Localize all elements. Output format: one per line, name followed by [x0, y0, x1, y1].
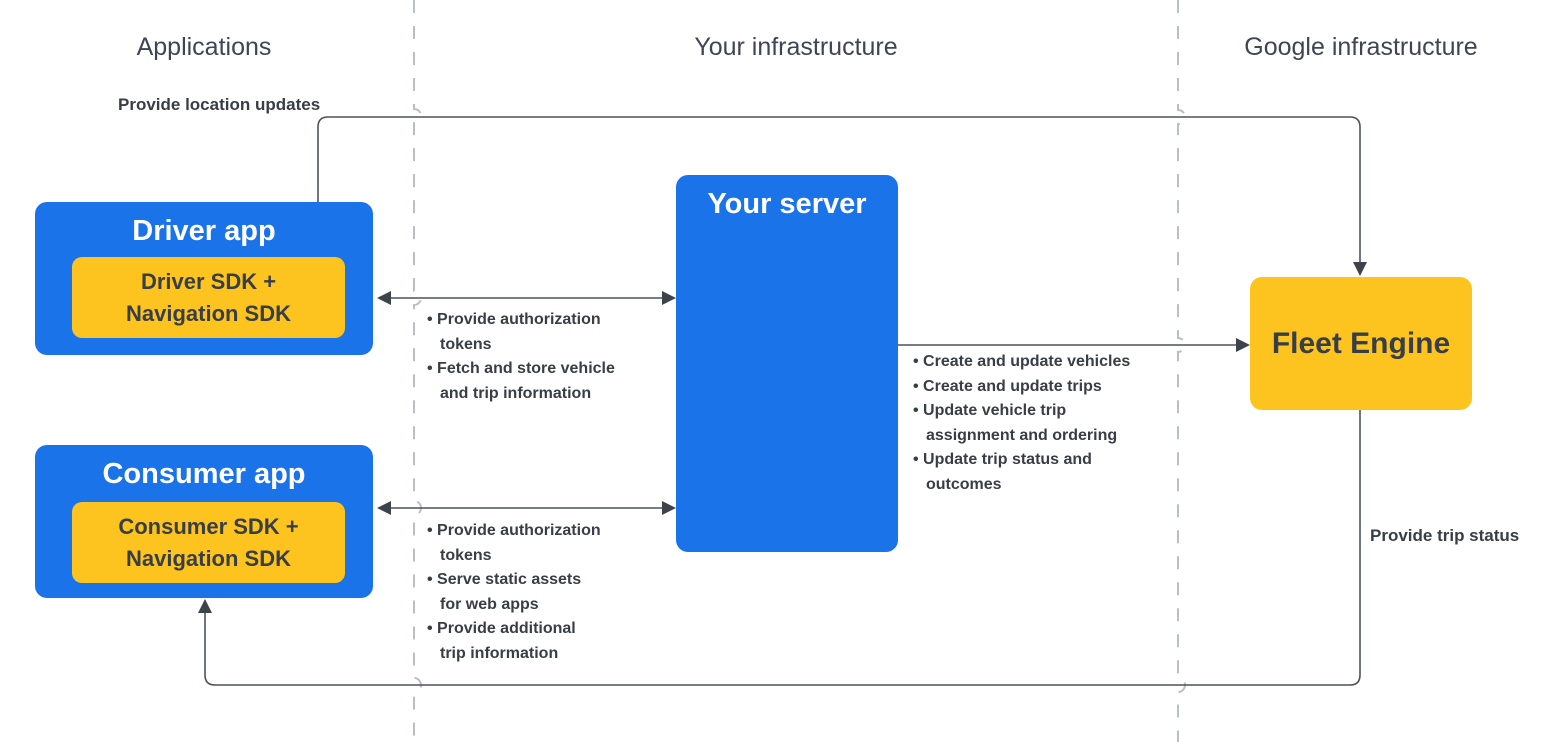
- edge-label-provide-location-updates: Provide location updates: [118, 95, 321, 114]
- note-item: Provide authorization tokens: [427, 519, 659, 568]
- fleet-engine-title: Fleet Engine: [1271, 326, 1451, 360]
- note-item: Update vehicle trip assignment and order…: [913, 399, 1185, 448]
- arrowhead-into-driver-app: [377, 291, 391, 305]
- arrowhead-into-fleet-engine-left: [1236, 338, 1250, 352]
- note-item: Provide authorization tokens: [427, 308, 659, 357]
- note-item: Provide additional trip information: [427, 617, 659, 666]
- note-item: Create and update vehicles: [913, 350, 1185, 375]
- column-header-applications: Applications: [136, 33, 272, 61]
- server-fleet-notes-list: Create and update vehicles Create and up…: [913, 350, 1185, 497]
- arrowhead-trip-status-into-consumer-app: [198, 599, 212, 613]
- divider-applications-infrastructure: [413, 0, 422, 742]
- fleet-engine-node: Fleet Engine: [1250, 277, 1472, 410]
- note-item: Update trip status and outcomes: [913, 448, 1185, 497]
- edge-provide-location-updates: [317, 116, 1361, 263]
- column-header-google-infrastructure: Google infrastructure: [1244, 33, 1478, 61]
- your-server-node: Your server: [676, 175, 898, 552]
- driver-app-title: Driver app: [132, 215, 276, 247]
- column-header-your-infrastructure: Your infrastructure: [694, 33, 898, 61]
- arrowhead-into-your-server-bottom: [662, 501, 676, 515]
- note-item: Serve static assets for web apps: [427, 568, 659, 617]
- arrowhead-into-consumer-app: [377, 501, 391, 515]
- arrowhead-into-your-server-top: [662, 291, 676, 305]
- edge-label-provide-trip-status: Provide trip status: [1370, 526, 1520, 545]
- consumer-app-node: Consumer app Consumer SDK + Navigation S…: [35, 445, 373, 598]
- arrowhead-location-updates-into-fleet-engine: [1353, 262, 1367, 276]
- note-item: Create and update trips: [913, 375, 1185, 400]
- driver-sdk-badge: Driver SDK + Navigation SDK: [72, 257, 345, 338]
- driver-server-notes-list: Provide authorization tokens Fetch and s…: [427, 308, 659, 406]
- driver-app-node: Driver app Driver SDK + Navigation SDK: [35, 202, 373, 355]
- note-item: Fetch and store vehicle and trip informa…: [427, 357, 659, 406]
- consumer-server-notes-list: Provide authorization tokens Serve stati…: [427, 519, 659, 666]
- edge-provide-trip-status: [204, 410, 1361, 686]
- consumer-app-title: Consumer app: [102, 458, 306, 490]
- your-server-title: Your server: [707, 188, 867, 220]
- edges: [198, 116, 1367, 686]
- consumer-sdk-badge: Consumer SDK + Navigation SDK: [72, 502, 345, 583]
